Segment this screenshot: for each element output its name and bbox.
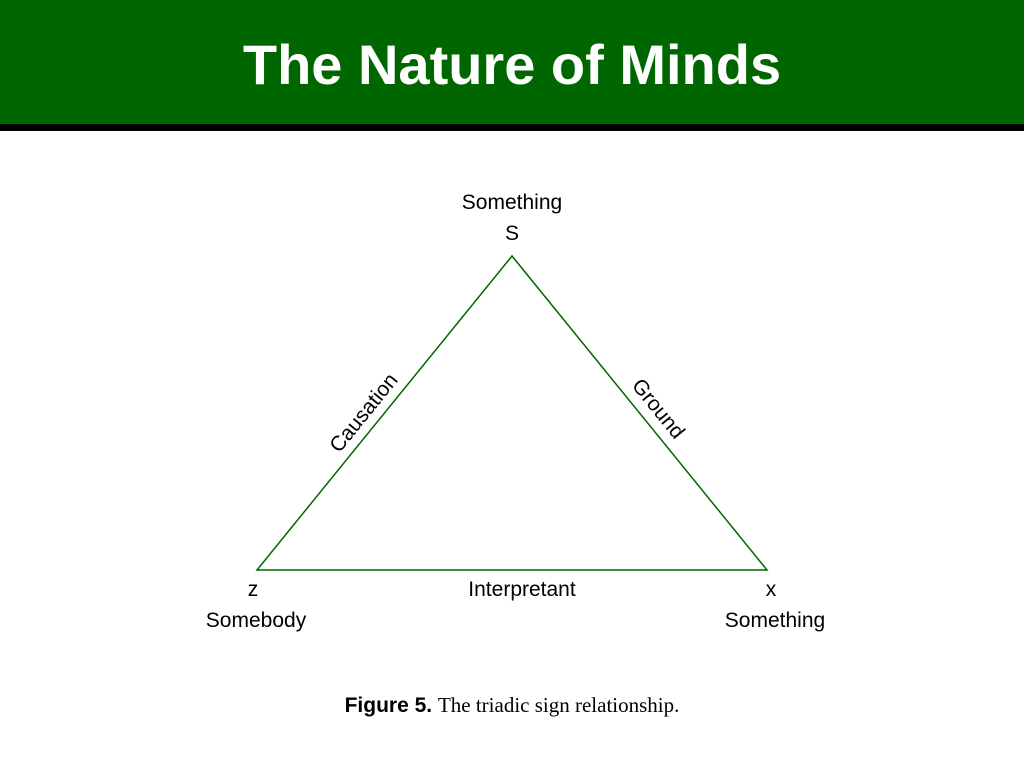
figure-caption: Figure 5. The triadic sign relationship. [0,691,1024,720]
right-vertex-symbol: x [766,578,777,601]
title-bar-rule [0,124,1024,131]
right-vertex-name: Something [725,609,825,632]
caption-label: Figure 5. [344,694,433,717]
left-vertex-symbol: z [248,578,259,601]
caption-text: The triadic sign relationship. [437,693,680,717]
slide-title: The Nature of Minds [242,33,782,96]
left-vertex-name: Somebody [206,609,307,632]
left-edge-label: Causation [325,369,402,457]
sign-triangle [255,254,769,571]
title-bar [0,0,1024,124]
top-vertex-symbol: S [505,222,519,245]
bottom-edge-label: Interpretant [468,578,576,601]
top-vertex-name: Something [462,191,562,214]
